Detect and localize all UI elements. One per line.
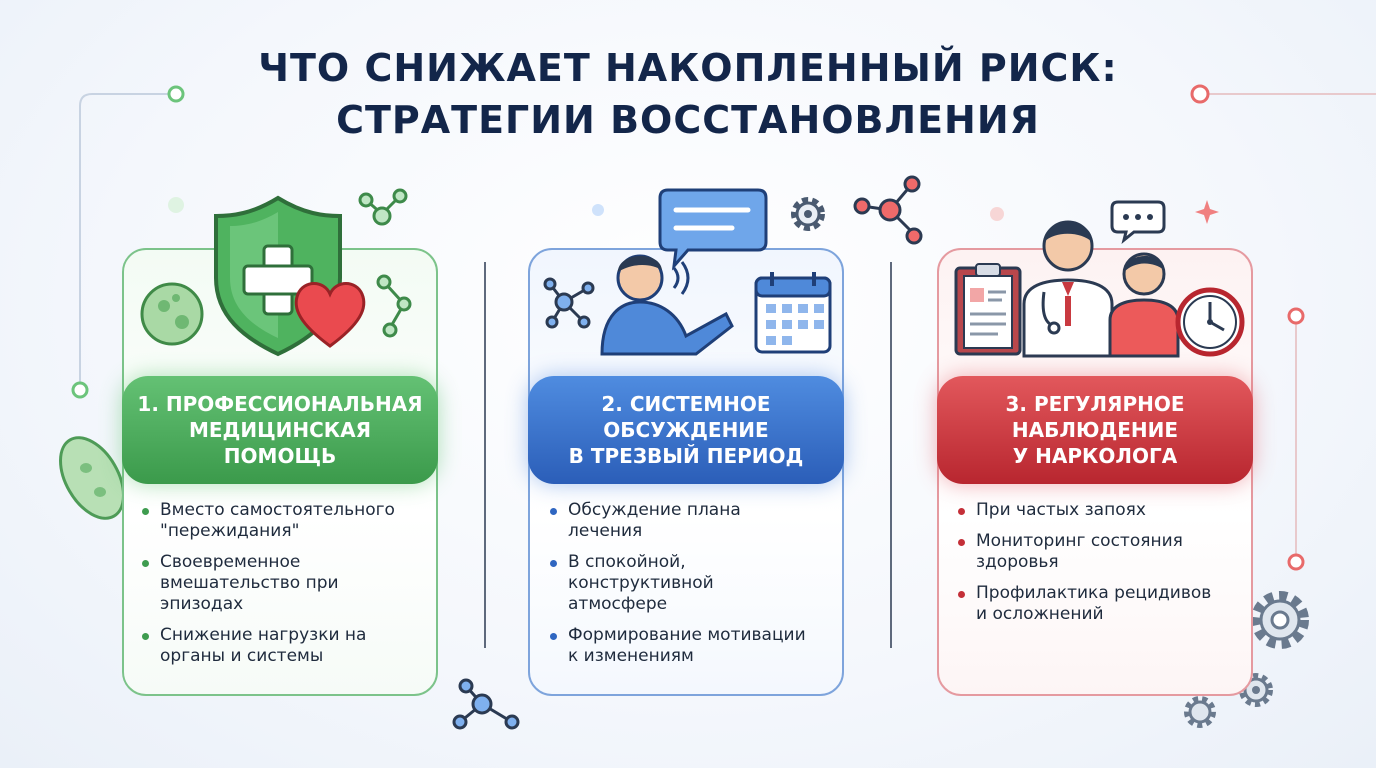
divider (484, 262, 486, 648)
bullet-dot (142, 508, 149, 515)
heading-text: 3. РЕГУЛЯРНОЕ НАБЛЮДЕНИЕ У НАРКОЛОГА (1005, 392, 1185, 468)
speech-bubble-icon (658, 188, 768, 271)
bullet-list-regular-monitoring: При частых запоях Мониторинг состояния з… (956, 500, 1246, 635)
heading-text: 2. СИСТЕМНОЕ ОБСУЖДЕНИЕ В ТРЕЗВЫЙ ПЕРИОД (568, 392, 804, 468)
bullet-dot (142, 633, 149, 640)
heading-systemic-discussion: 2. СИСТЕМНОЕ ОБСУЖДЕНИЕ В ТРЕЗВЫЙ ПЕРИОД (528, 376, 844, 484)
heart-icon (294, 282, 366, 348)
card-3-illustration (954, 200, 1245, 358)
bullet-dot (550, 508, 557, 515)
gear-icon (1184, 696, 1216, 728)
list-item: Своевременное вмешательство при эпизодах (140, 552, 430, 615)
list-item: Вместо самостоятельного "пережидания" (140, 500, 430, 542)
bullet-dot (958, 508, 965, 515)
bacteria-icon (140, 282, 204, 346)
bullet-text: Вместо самостоятельного "пережидания" (160, 500, 395, 541)
list-item: Обсуждение плана лечения (548, 500, 838, 542)
card-2-illustration (543, 188, 832, 356)
bullet-text: Формирование мотивации к изменениям (568, 625, 806, 666)
bullet-text: При частых запоях (976, 500, 1146, 520)
heading-regular-monitoring: 3. РЕГУЛЯРНОЕ НАБЛЮДЕНИЕ У НАРКОЛОГА (937, 376, 1253, 484)
molecule-icon (452, 678, 520, 730)
bullet-text: Обсуждение плана лечения (568, 500, 741, 541)
page-title: ЧТО СНИЖАЕТ НАКОПЛЕННЫЙ РИСК: СТРАТЕГИИ … (0, 42, 1376, 146)
bullet-text: В спокойной, конструктивной атмосфере (568, 552, 714, 614)
bullet-list-medical-help: Вместо самостоятельного "пережидания" Св… (140, 500, 430, 677)
title-line-2: СТРАТЕГИИ ВОССТАНОВЛЕНИЯ (336, 98, 1040, 142)
bullet-dot (958, 591, 965, 598)
molecule-icon (853, 175, 923, 245)
divider (890, 262, 892, 648)
list-item: Формирование мотивации к изменениям (548, 625, 838, 667)
list-item: Мониторинг состояния здоровья (956, 531, 1246, 573)
heading-text: 1. ПРОФЕССИОНАЛЬНАЯ МЕДИЦИНСКАЯ ПОМОЩЬ (137, 392, 423, 468)
bullet-text: Профилактика рецидивов и осложнений (976, 583, 1212, 624)
molecule-icon (376, 274, 412, 338)
clipboard-icon (954, 263, 1022, 356)
molecule-icon (543, 277, 595, 329)
list-item: В спокойной, конструктивной атмосфере (548, 552, 838, 615)
patient-icon (1108, 252, 1180, 358)
doctor-icon (1022, 220, 1114, 358)
chat-icon (1110, 200, 1166, 244)
bullet-list-systemic-discussion: Обсуждение плана лечения В спокойной, ко… (548, 500, 838, 677)
card-1-illustration (140, 195, 412, 357)
bullet-text: Снижение нагрузки на органы и системы (160, 625, 367, 666)
bullet-text: Мониторинг состояния здоровья (976, 531, 1183, 572)
list-item: Профилактика рецидивов и осложнений (956, 583, 1246, 625)
clock-icon (1175, 287, 1245, 357)
bullet-dot (142, 560, 149, 567)
person-talking-icon (600, 254, 734, 356)
bullet-text: Своевременное вмешательство при эпизодах (160, 552, 339, 614)
shield-cross-icon (214, 195, 342, 357)
gear-icon (1251, 591, 1309, 649)
list-item: При частых запоях (956, 500, 1246, 521)
calendar-icon (754, 272, 832, 354)
title-line-1: ЧТО СНИЖАЕТ НАКОПЛЕННЫЙ РИСК: (258, 46, 1118, 90)
list-item: Снижение нагрузки на органы и системы (140, 625, 430, 667)
bullet-dot (550, 633, 557, 640)
bullet-dot (958, 539, 965, 546)
heading-medical-help: 1. ПРОФЕССИОНАЛЬНАЯ МЕДИЦИНСКАЯ ПОМОЩЬ (122, 376, 438, 484)
bullet-dot (550, 560, 557, 567)
